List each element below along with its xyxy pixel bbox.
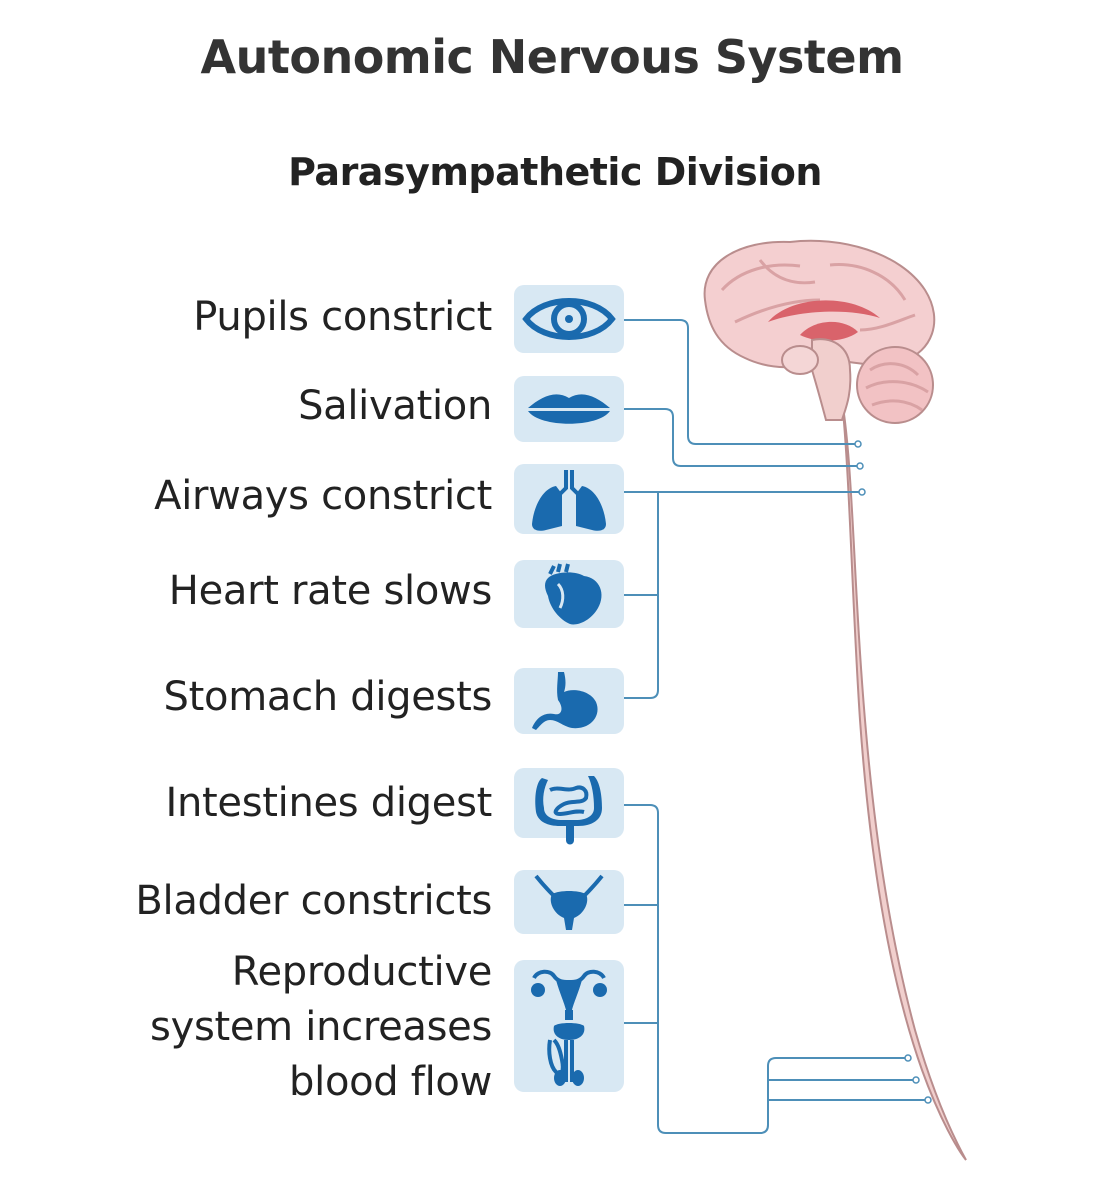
label-reproductive-line2: system increases [150,1004,492,1050]
lips-icon [514,376,624,442]
spinal-cord [837,379,967,1161]
connector-upper-bracket [624,492,659,699]
bladder-icon [514,870,624,934]
brain-icon [703,239,936,424]
female-reproductive-icon [531,969,607,1020]
label-bladder: Bladder constricts [135,878,492,924]
label-pupils: Pupils constrict [193,294,492,340]
label-reproductive-line1: Reproductive [231,949,493,995]
label-reproductive: Reproductive system increases blood flow [150,945,492,1110]
stomach-icon [514,668,624,734]
eye-icon [514,285,624,353]
male-reproductive-icon [547,1023,585,1086]
intestines-icon [514,768,624,845]
label-stomach: Stomach digests [163,674,493,720]
label-airways: Airways constrict [154,473,492,519]
heart-icon [514,560,624,628]
label-intestines: Intestines digest [165,780,492,826]
nerve-connectors [624,319,926,1134]
connector-salivation [624,408,858,467]
connector-intestines [624,804,906,1134]
lungs-icon [514,464,624,534]
diagram-subtitle: Parasympathetic Division [288,150,822,194]
label-heart: Heart rate slows [168,568,493,614]
connector-pupils [624,319,856,445]
label-salivation: Salivation [298,383,492,429]
diagram-title: Autonomic Nervous System [200,30,905,84]
reproductive-organs-icon [514,960,624,1092]
nerve-junctions [854,440,932,1104]
label-reproductive-line3: blood flow [289,1059,492,1105]
